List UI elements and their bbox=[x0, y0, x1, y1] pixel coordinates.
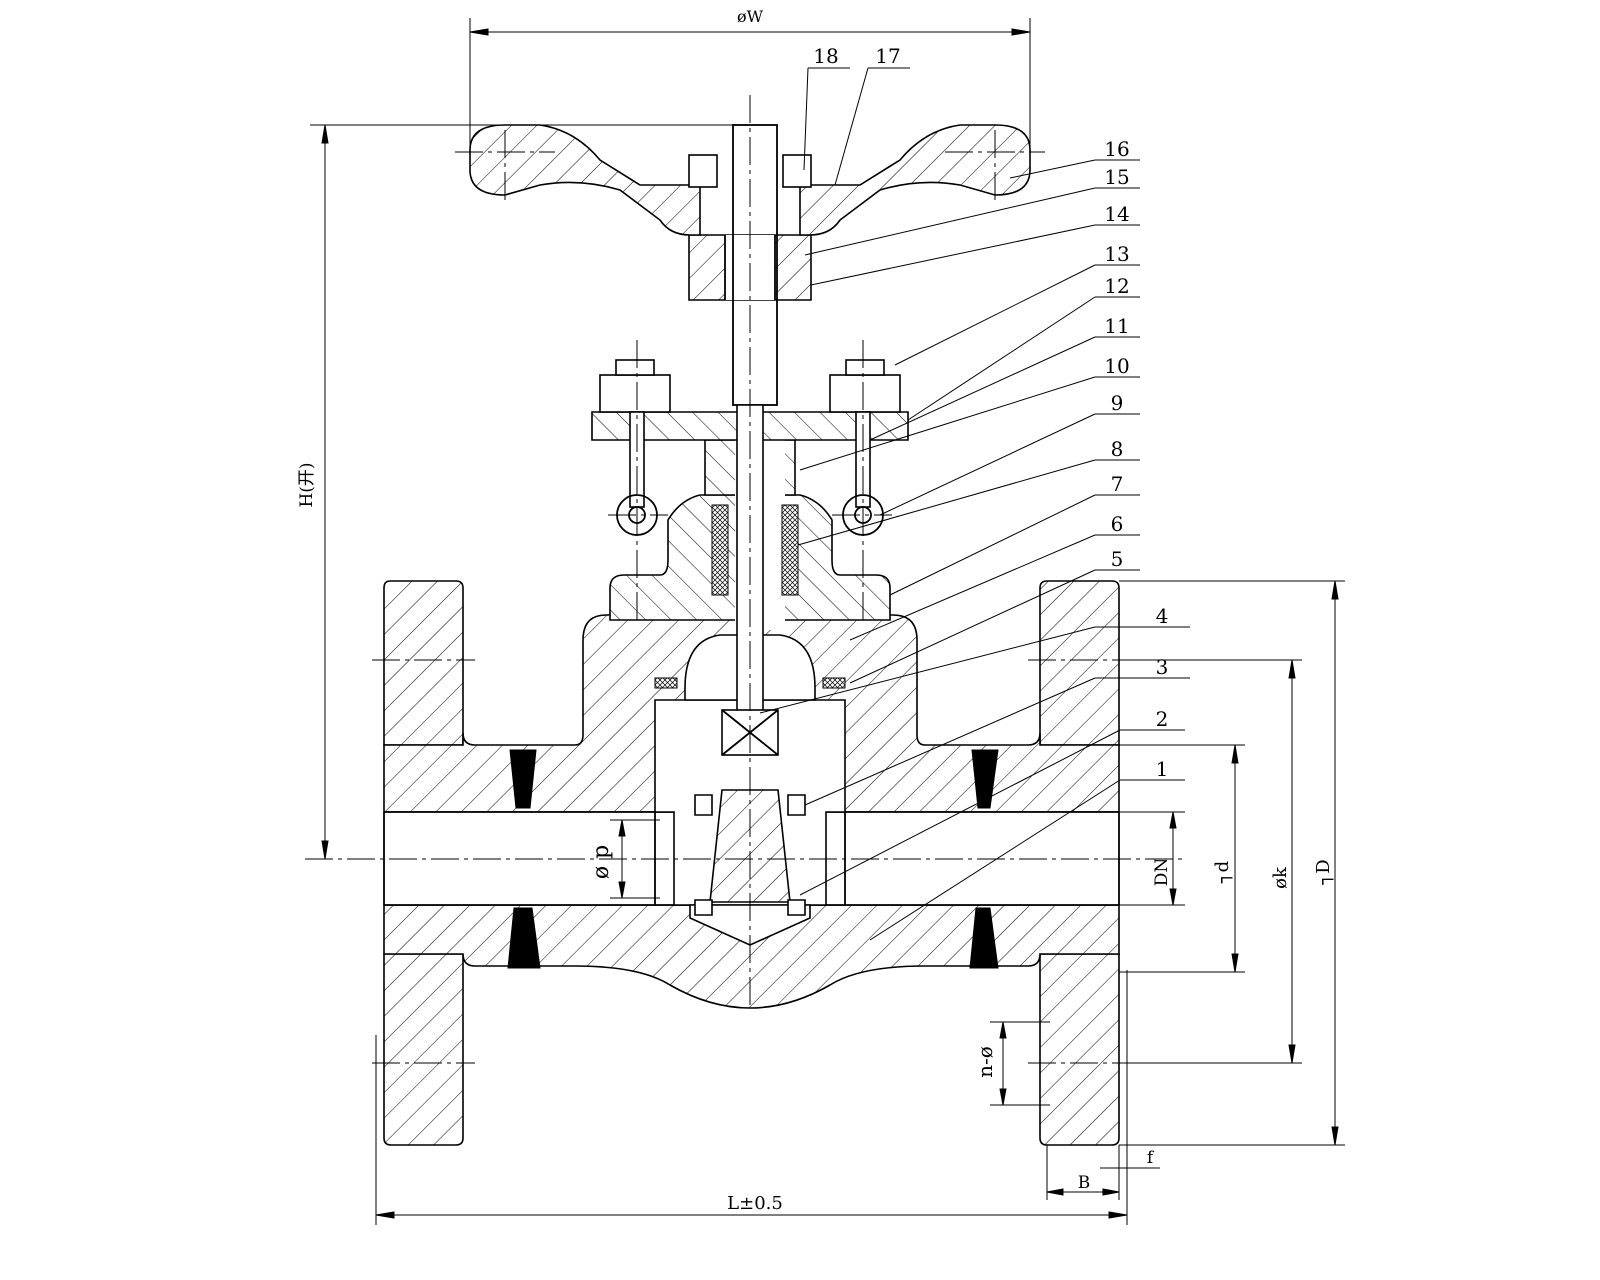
part-number-18: 18 bbox=[813, 44, 838, 68]
dim-nominal-size: DN bbox=[1152, 858, 1172, 887]
dim-bolt-holes: n-ø bbox=[973, 1046, 997, 1078]
dim-bolt-circle: øk bbox=[1270, 866, 1291, 889]
dim-flange-diameter: ┐D bbox=[1313, 859, 1334, 885]
dim-height: H(开) bbox=[297, 462, 317, 507]
part-number-11: 11 bbox=[1104, 314, 1129, 338]
part-number-2: 2 bbox=[1156, 707, 1169, 731]
part-numbers: 1 2 3 4 5 6 7 8 9 10 11 12 13 14 15 16 1… bbox=[813, 44, 1168, 781]
part-number-15: 15 bbox=[1104, 165, 1129, 189]
dim-flange-thickness: B bbox=[1078, 1173, 1091, 1193]
dim-length: L±0.5 bbox=[727, 1193, 783, 1214]
dim-face-height: f bbox=[1147, 1148, 1155, 1168]
part-number-4: 4 bbox=[1156, 604, 1169, 628]
part-number-17: 17 bbox=[875, 44, 900, 68]
dimension-labels: øW H(开) ø p DN ┐d øk ┐D n-ø L±0.5 B f bbox=[297, 7, 1334, 1214]
dim-raised-face: ┐d bbox=[1212, 861, 1233, 884]
part-number-10: 10 bbox=[1104, 354, 1129, 378]
part-number-7: 7 bbox=[1111, 472, 1124, 496]
part-number-9: 9 bbox=[1111, 391, 1124, 415]
part-number-14: 14 bbox=[1104, 202, 1129, 226]
part-number-8: 8 bbox=[1111, 437, 1124, 461]
part-number-6: 6 bbox=[1111, 512, 1124, 536]
part-number-5: 5 bbox=[1111, 547, 1124, 571]
dimension-lines bbox=[310, 18, 1345, 1225]
center-lines bbox=[305, 95, 1185, 1064]
dim-handwheel-diameter: øW bbox=[737, 7, 764, 26]
part-number-16: 16 bbox=[1104, 137, 1129, 161]
part-number-1: 1 bbox=[1156, 757, 1169, 781]
part-leaders bbox=[759, 67, 1190, 941]
dim-port-diameter: ø p bbox=[589, 845, 614, 879]
part-number-3: 3 bbox=[1156, 655, 1169, 679]
part-number-12: 12 bbox=[1104, 274, 1129, 298]
part-number-13: 13 bbox=[1104, 242, 1129, 266]
